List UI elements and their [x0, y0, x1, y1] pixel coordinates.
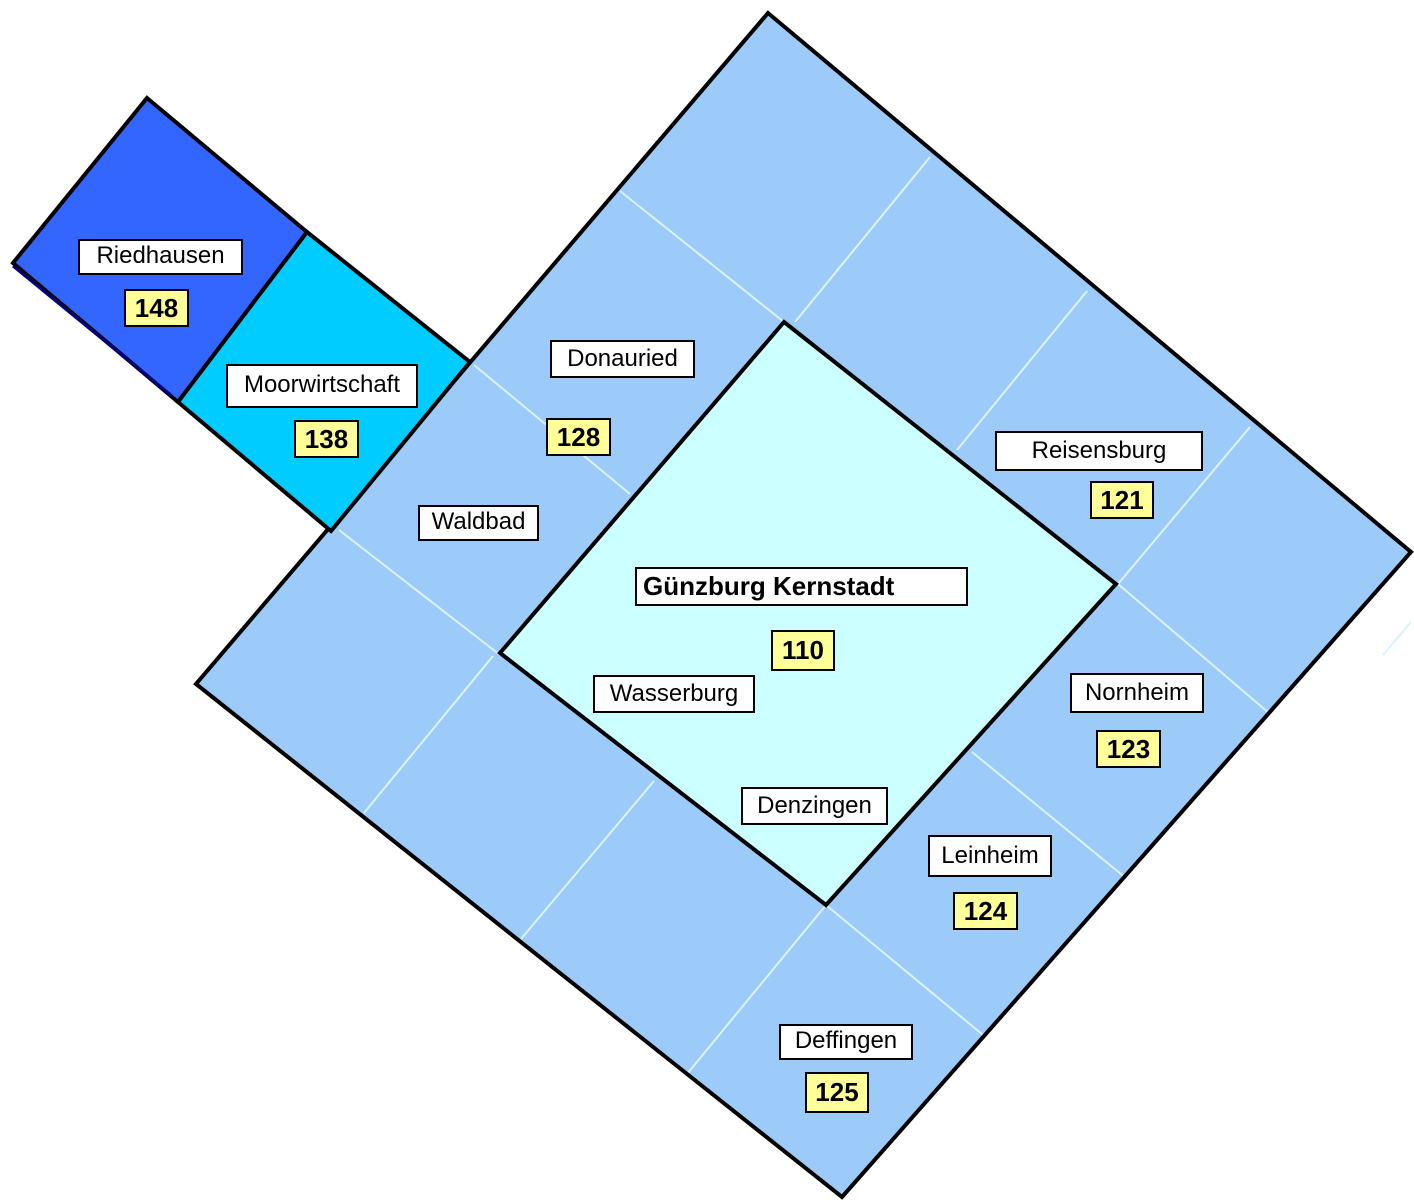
- denzingen-label: Denzingen: [741, 787, 888, 825]
- deffingen-code: 125: [805, 1072, 869, 1113]
- reisensburg-label: Reisensburg: [995, 431, 1203, 471]
- moorwirtschaft-code: 138: [294, 420, 359, 458]
- deffingen-label: Deffingen: [779, 1024, 913, 1060]
- riedhausen-label: Riedhausen: [78, 239, 243, 275]
- nornheim-label: Nornheim: [1070, 673, 1204, 713]
- riedhausen-code: 148: [124, 289, 189, 327]
- riedhausen-shadow-line: [12, 264, 173, 398]
- edge-stroke: [1382, 621, 1412, 656]
- kernstadt-code: 110: [771, 630, 835, 671]
- moorwirtschaft-edge-line: [330, 369, 465, 531]
- kernstadt-label: Günzburg Kernstadt: [635, 567, 968, 606]
- waldbad-label: Waldbad: [418, 505, 539, 541]
- leinheim-code: 124: [953, 892, 1018, 930]
- moorwirtschaft-label: Moorwirtschaft: [226, 364, 418, 408]
- inner-core-area: [497, 319, 1119, 908]
- wasserburg-label: Wasserburg: [593, 675, 755, 713]
- reisensburg-code: 121: [1090, 481, 1154, 519]
- donauried-label: Donauried: [550, 340, 695, 378]
- donauried-code: 128: [546, 418, 611, 456]
- nornheim-code: 123: [1096, 730, 1161, 768]
- leinheim-label: Leinheim: [928, 835, 1052, 877]
